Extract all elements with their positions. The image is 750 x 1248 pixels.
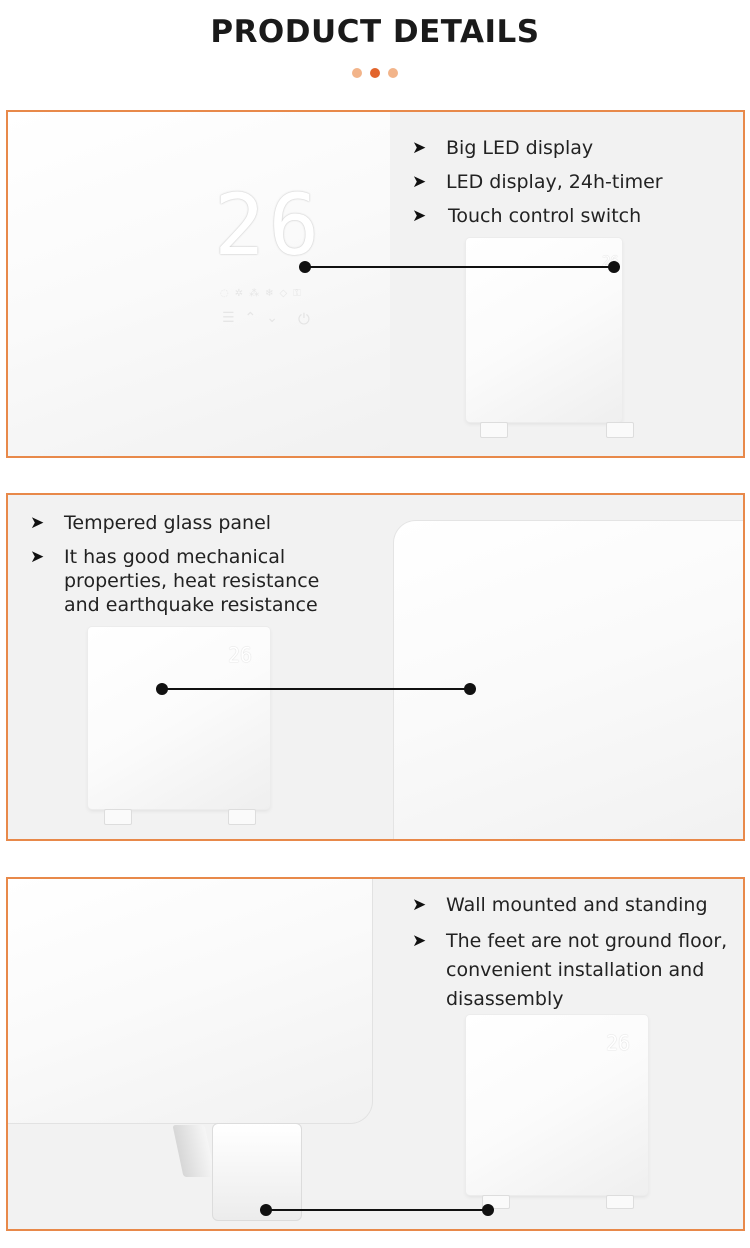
list-item: ➤Tempered glass panel xyxy=(30,512,272,534)
heater-foot-right xyxy=(606,422,634,438)
list-item: ➤Touch control switch xyxy=(412,205,642,227)
feature-list-3: ➤Wall mounted and standing ➤The feet are… xyxy=(412,893,742,1024)
glass-closeup xyxy=(8,879,372,1123)
dot-right xyxy=(388,68,398,78)
touch-control-icons: ☰⌃⌄ xyxy=(222,310,289,326)
dot-center xyxy=(370,68,380,78)
list-item: ➤The feet are not ground floor, convenie… xyxy=(412,927,742,1014)
foot-closeup xyxy=(212,1123,302,1221)
arrowhead-right-icon: ➤ xyxy=(30,547,45,567)
glass-closeup xyxy=(8,112,390,456)
callout-pin-end xyxy=(482,1204,494,1216)
heater-foot-right xyxy=(228,809,256,825)
heater-foot-right xyxy=(606,1195,634,1209)
arrowhead-right-icon: ➤ xyxy=(412,138,427,158)
heater-thumbnail xyxy=(466,238,622,422)
heater-thumbnail xyxy=(88,627,270,809)
section-mounting: ➤Wall mounted and standing ➤The feet are… xyxy=(6,877,745,1231)
dot-left xyxy=(352,68,362,78)
list-item: ➤Wall mounted and standing xyxy=(412,894,708,916)
arrowhead-right-icon: ➤ xyxy=(30,513,45,533)
heater-thumbnail-display: 26 xyxy=(228,643,253,667)
glass-closeup xyxy=(394,521,743,839)
led-indicator-icons: ◌✲⁂❄◇⚿ xyxy=(220,288,307,299)
heater-thumbnail-display: 26 xyxy=(606,1031,631,1055)
list-item: ➤Big LED display xyxy=(412,137,594,159)
arrowhead-right-icon: ➤ xyxy=(412,206,427,226)
list-item: ➤LED display, 24h-timer xyxy=(412,171,663,193)
arrowhead-right-icon: ➤ xyxy=(412,895,427,915)
feature-list-1: ➤Big LED display ➤LED display, 24h-timer… xyxy=(412,136,663,238)
callout-line xyxy=(162,688,470,690)
arrowhead-right-icon: ➤ xyxy=(412,931,427,951)
list-item: ➤It has good mechanical properties, heat… xyxy=(30,546,320,616)
power-icon: ⏻ xyxy=(298,310,310,328)
callout-pin-end xyxy=(464,683,476,695)
callout-pin-start xyxy=(260,1204,272,1216)
heater-thumbnail xyxy=(466,1015,648,1195)
section-led-display: 26 ◌✲⁂❄◇⚿ ☰⌃⌄ ⏻ ➤Big LED display ➤LED di… xyxy=(6,110,745,458)
callout-line xyxy=(306,266,614,268)
led-display-closeup: 26 xyxy=(214,176,324,274)
bracket-closeup xyxy=(172,1125,216,1177)
callout-pin-start xyxy=(156,683,168,695)
heater-foot-left xyxy=(480,422,508,438)
title-dots xyxy=(0,68,750,78)
heater-foot-left xyxy=(104,809,132,825)
section-glass-panel: ➤Tempered glass panel ➤It has good mecha… xyxy=(6,493,745,841)
callout-pin-end xyxy=(608,261,620,273)
arrowhead-right-icon: ➤ xyxy=(412,172,427,192)
feature-list-2: ➤Tempered glass panel ➤It has good mecha… xyxy=(30,511,350,627)
callout-pin-start xyxy=(299,261,311,273)
page-title: PRODUCT DETAILS xyxy=(210,14,540,50)
callout-line xyxy=(266,1209,488,1211)
